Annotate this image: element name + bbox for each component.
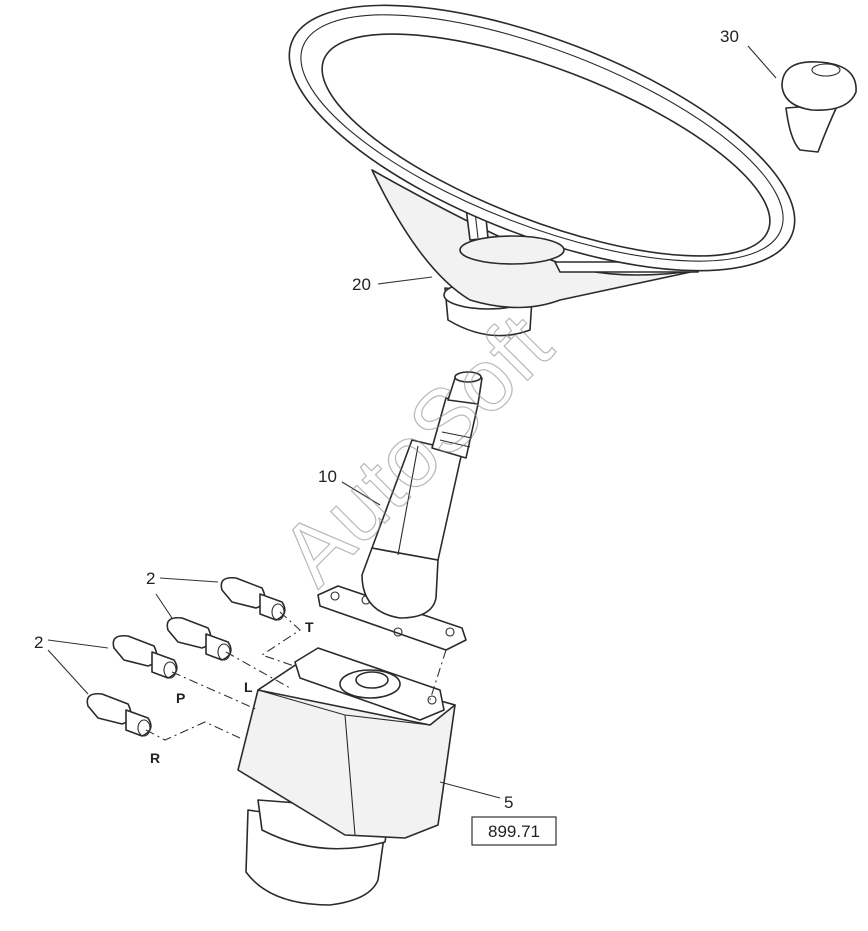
reference-number: 899.71	[488, 822, 540, 841]
steering-unit	[237, 647, 456, 906]
fitting-r	[86, 692, 152, 737]
callout-wheel: 20	[352, 275, 371, 294]
fitting-p	[112, 634, 178, 679]
steering-knob	[781, 61, 857, 153]
fitting-t	[220, 576, 286, 621]
port-label-l: L	[244, 679, 253, 695]
steering-wheel	[288, 4, 796, 337]
steering-column	[317, 371, 483, 651]
reference-box: 899.71	[471, 816, 557, 846]
port-label-r: R	[150, 750, 160, 766]
callout-fittings-bottom: 2	[34, 633, 43, 652]
port-label-t: T	[305, 619, 314, 635]
connection-lines	[145, 611, 447, 741]
fitting-l	[166, 616, 232, 661]
callout-knob: 30	[720, 27, 739, 46]
callout-steering-unit: 5	[504, 793, 513, 812]
leader-lines	[47, 45, 777, 799]
callout-fittings-top: 2	[146, 569, 155, 588]
callout-column: 10	[318, 467, 337, 486]
port-label-p: P	[176, 690, 185, 706]
